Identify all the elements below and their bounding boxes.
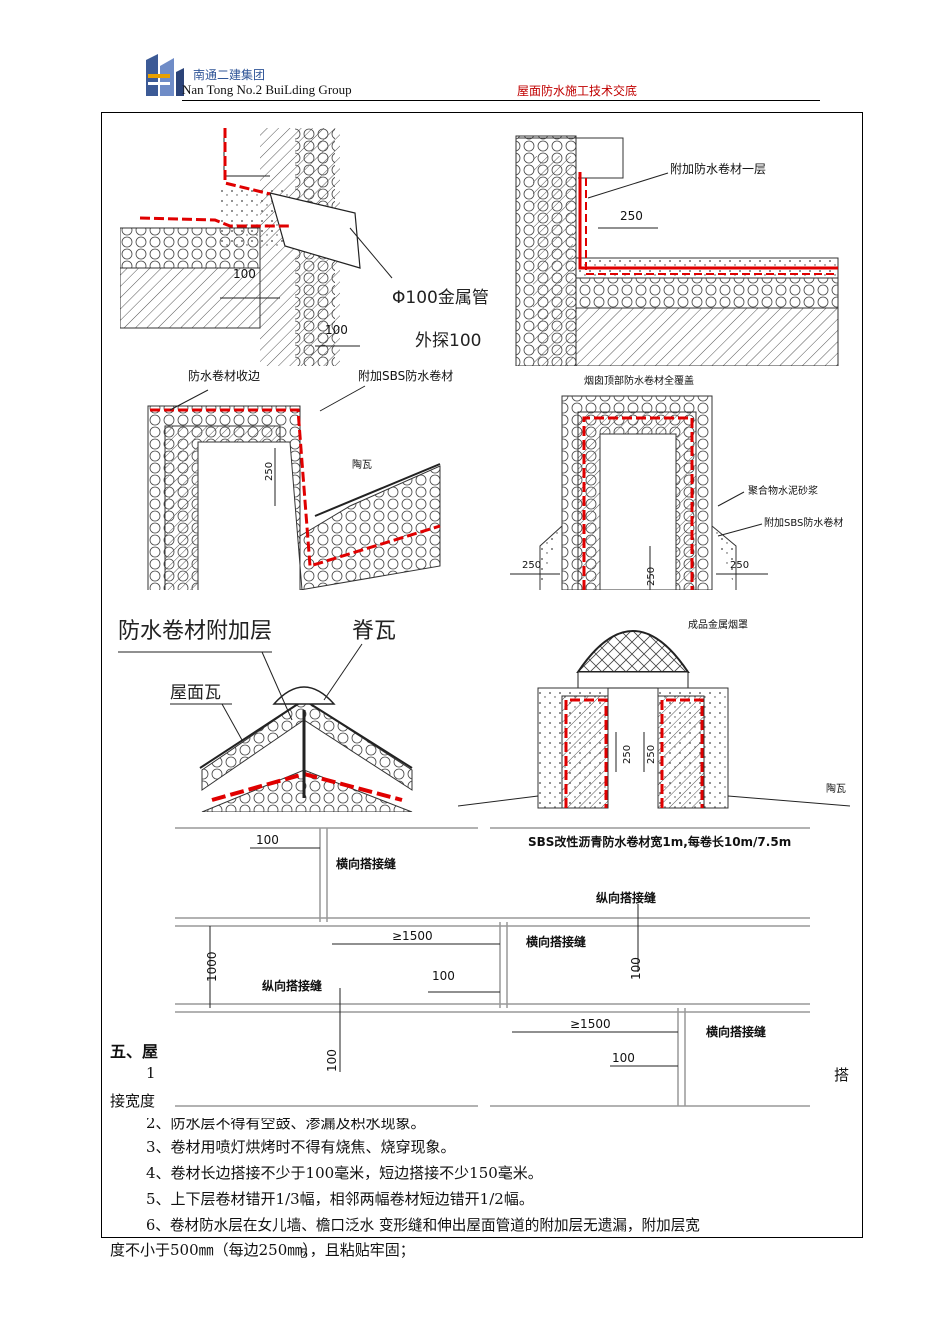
top-cover-label: 烟囱顶部防水卷材全覆盖	[584, 374, 694, 387]
drawing-parapet-corner: 250 附加防水卷材一层 80	[508, 128, 846, 366]
dim-100-c: 100	[432, 969, 455, 983]
dim-100-a: 100	[233, 267, 256, 281]
content-frame	[101, 112, 863, 1238]
dim-100-d: 100	[325, 1049, 339, 1072]
section-line2: 接宽度	[110, 1092, 156, 1110]
section-item-6-cont: 度不小于500㎜（每边250㎜），且粘贴牢固；	[110, 1241, 415, 1259]
drawing-ridge-detail: 防水卷材附加层 脊瓦 屋面瓦	[112, 600, 440, 812]
dim-100-b: 100	[629, 957, 643, 980]
dim-250-left: 250	[522, 560, 541, 571]
section-line1-start: 1	[146, 1064, 156, 1082]
tile-label: 陶瓦	[352, 458, 372, 471]
page-number: 5	[300, 1247, 309, 1262]
transverse-joint-c: 横向搭接缝	[706, 1024, 766, 1039]
section-line1-end: 搭	[834, 1066, 850, 1084]
dim-100-b: 100	[325, 323, 348, 337]
transverse-joint-b: 横向搭接缝	[526, 934, 586, 949]
dim-250: 250	[264, 462, 275, 481]
pipe-label: Φ100金属管	[392, 288, 488, 308]
cap-label: 成品金属烟罩	[688, 618, 748, 631]
section-item-5: 5、上下层卷材错开1/3幅，相邻两幅卷材短边错开1/2幅。	[146, 1190, 534, 1208]
dim-250-a: 250	[622, 745, 633, 764]
longitudinal-joint-b: 纵向搭接缝	[262, 978, 322, 993]
page-header: 南通二建集团 Nan Tong No.2 BuiLding Group 屋面防水…	[140, 48, 820, 102]
section-heading: 五、屋	[110, 1042, 159, 1061]
mortar-label: 聚合物水泥砂浆	[748, 484, 818, 497]
company-name-cn: 南通二建集团	[193, 68, 266, 82]
dim-250-right: 250	[730, 560, 749, 571]
company-logo-icon	[144, 52, 186, 98]
section-item-4: 4、卷材长边搭接不少于100毫米，短边搭接不少150毫米。	[146, 1164, 543, 1182]
spec-label: SBS改性沥青防水卷材宽1m,每卷长10m/7.5m	[528, 834, 791, 849]
drawing-chimney-flashing: 250 250 250 烟囱顶部防水卷材全覆盖 聚合物水泥砂浆 附加SBS防水卷…	[500, 366, 850, 590]
dim-1500-a: ≥1500	[392, 929, 433, 943]
dim-250: 250	[620, 209, 643, 223]
drawing-lap-joint-plan: SBS改性沥青防水卷材宽1m,每卷长10m/7.5m 100 横向搭接缝 ≥15…	[110, 822, 850, 1118]
section-item-3: 3、卷材用喷灯烘烤时不得有烧焦、烧穿现象。	[146, 1138, 456, 1156]
ridge-tile-label: 脊瓦	[352, 619, 396, 644]
dim-100-e: 100	[612, 1051, 635, 1065]
dim-250-mid: 250	[646, 567, 657, 586]
drawing-chimney-cap: 250 250 成品金属烟罩 陶瓦	[458, 600, 850, 812]
dim-250-b: 250	[646, 745, 657, 764]
dim-1500-b: ≥1500	[570, 1017, 611, 1031]
sbs-label: 附加SBS防水卷材	[764, 516, 843, 529]
drawing-eave-detail: 250 防水卷材收边 附加SBS防水卷材 陶瓦	[120, 366, 460, 590]
extra-layer-label: 防水卷材附加层	[118, 619, 272, 644]
drawing-pipe-penetration: 100 100 Φ100金属管 外探100	[120, 128, 488, 366]
document-title: 屋面防水施工技术交底	[517, 84, 638, 98]
tile-label: 陶瓦	[826, 782, 846, 795]
company-name-en: Nan Tong No.2 BuiLding Group	[182, 82, 352, 97]
longitudinal-joint-a: 纵向搭接缝	[596, 890, 656, 905]
dim-1000: 1000	[205, 951, 219, 982]
header-divider	[182, 100, 820, 101]
sbs-label: 附加SBS防水卷材	[358, 368, 453, 383]
roof-tile-label: 屋面瓦	[170, 683, 221, 703]
edge-label: 防水卷材收边	[188, 368, 260, 383]
transverse-joint-a: 横向搭接缝	[336, 856, 396, 871]
section-item-6: 6、卷材防水层在女儿墙、檐口泛水 变形缝和伸出屋面管道的附加层无遗漏，附加层宽	[146, 1217, 700, 1234]
overhang-label: 外探100	[415, 331, 481, 351]
extra-layer-label: 附加防水卷材一层	[670, 161, 766, 176]
section-line3: 2、防水层不得有空鼓、渗漏及积水现象。	[146, 1114, 426, 1132]
dim-100-a: 100	[256, 833, 279, 847]
